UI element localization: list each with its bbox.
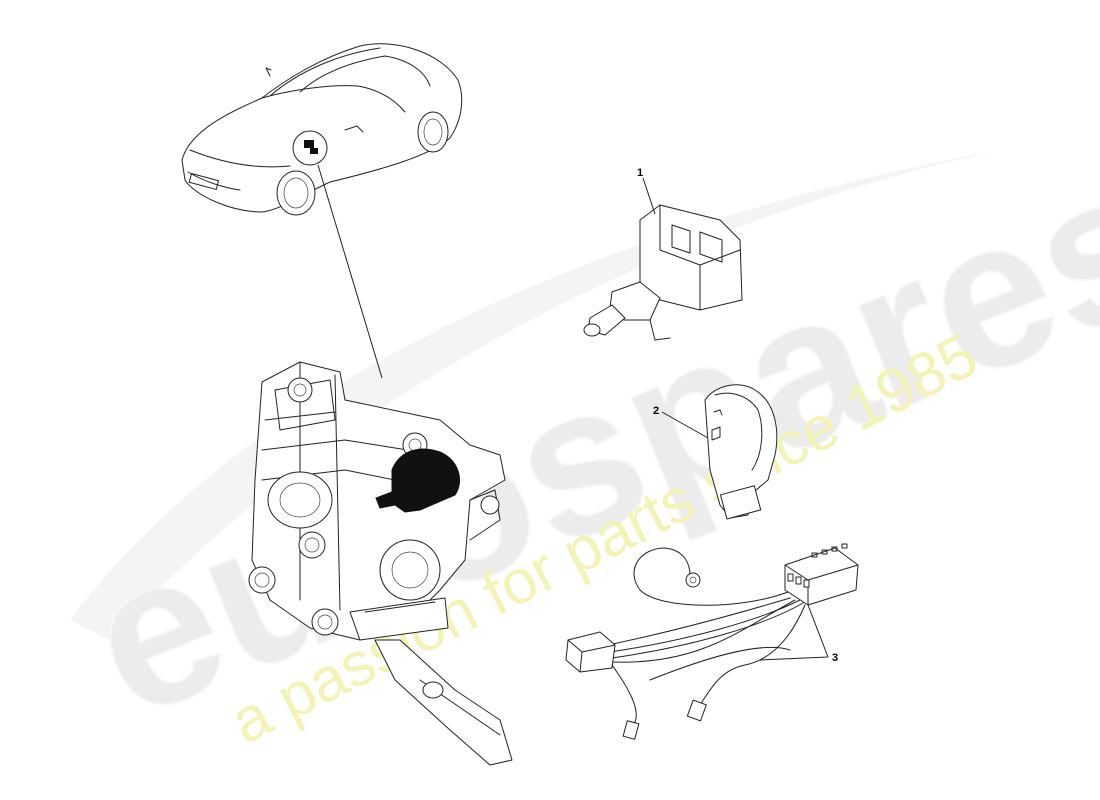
leader-3a: [807, 604, 829, 658]
callout-2: 2: [653, 405, 659, 417]
leader-3b: [759, 656, 829, 661]
leader-car-to-pedal: [317, 164, 383, 379]
callout-3: 3: [832, 652, 838, 664]
callout-1: 1: [637, 167, 643, 179]
part-3-harness: [565, 543, 859, 740]
leader-2: [661, 411, 709, 439]
car-illustration: [181, 43, 463, 216]
pedal-box-assembly: [248, 361, 513, 766]
highlighted-switch: [375, 448, 460, 513]
part-2-bracket: [704, 384, 778, 520]
part-1-switch: [583, 204, 743, 341]
leader-1: [642, 177, 656, 215]
